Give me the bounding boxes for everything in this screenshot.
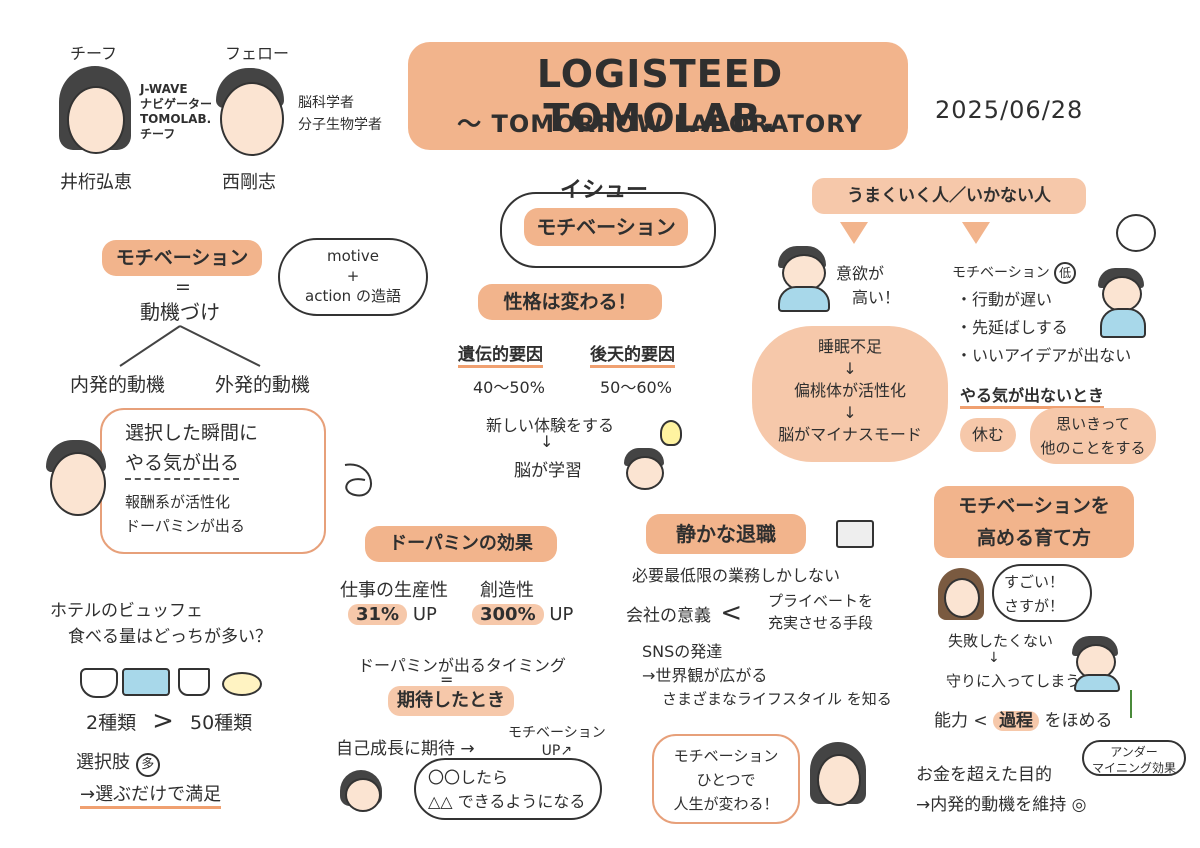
speaker-face-fellow-small [44, 440, 110, 520]
arrow-down-2: ↓ [988, 650, 1000, 666]
new-experience: 新しい体験をする [486, 416, 615, 435]
dopamine-timing: ドーパミンが出るタイミング [358, 656, 566, 675]
intrinsic-motivation: 内発的動機 [70, 374, 166, 396]
bare-minimum: 必要最低限の業務しかしない [632, 566, 841, 585]
speaker-desc-fellow: 脳科学者 分子生物学者 [298, 95, 382, 133]
laptop-icon [836, 520, 874, 548]
speaker-name-chief: 井桁弘恵 [60, 172, 132, 193]
motive-cloud: motive + action の造語 [278, 238, 428, 316]
go-defensive: 守りに入ってしまう [946, 672, 1081, 690]
speaker-name-fellow: 西剛志 [222, 172, 276, 193]
quiet-quitting-title: 静かな退職 [646, 514, 806, 554]
choices-many: 選択肢 多 [76, 748, 160, 777]
equals-sign-2: = [440, 670, 454, 689]
creativity-label: 創造性 [480, 580, 534, 601]
raise-motivation-title: モチベーションを 高める育て方 [934, 486, 1134, 558]
issue-frame [500, 192, 716, 268]
low-motivation-title: モチベーション 低 [952, 262, 1077, 284]
sprout-icon [1130, 690, 1150, 718]
person-boy-icon [1072, 636, 1120, 692]
arrow-down-orange-1 [840, 222, 868, 244]
dopamine-title: ドーパミンの効果 [365, 526, 557, 562]
keep-intrinsic: →内発的動機を維持 ◎ [916, 795, 1087, 815]
high-motivation: 意欲が 高い！ [836, 264, 901, 307]
page-title: LOGISTEED TOMOLAB. [536, 52, 784, 140]
equals-sign: = [175, 276, 191, 298]
issue-topic: モチベーション [524, 208, 688, 246]
private-means: プライベートを 充実させる手段 [768, 592, 874, 632]
issue-label: イシュー [560, 178, 649, 203]
person-woman-icon [938, 568, 984, 622]
choose-satisfied: →選ぶだけで満足 [80, 780, 222, 809]
genetic-pct: 40〜50% [473, 378, 545, 397]
extrinsic-motivation: 外発的動機 [215, 374, 311, 396]
person-happy-icon [776, 246, 830, 312]
undermining-effect: アンダー マイニング効果 [1082, 740, 1186, 776]
beyond-money: お金を超えた目的 [916, 765, 1052, 785]
moment-text: 選択した瞬間に やる気が出る [125, 418, 258, 480]
sns-development: SNSの発達 [642, 642, 723, 661]
sleep-chain: 睡眠不足 ↓ 偏桃体が活性化 ↓ 脳がマイナスモード [752, 326, 948, 462]
worldview-expands: →世界観が広がる [642, 666, 768, 685]
speaker-role-chief: チーフ [70, 44, 118, 63]
speaker-role-fellow: フェロー [225, 44, 290, 63]
do-other-bubble: 思いきって 他のことをする [1030, 408, 1156, 464]
lightbulb-icon [660, 420, 682, 446]
page-subtitle: 〜 TOMORROW LABORATORY [457, 110, 863, 138]
person-face-small-1 [624, 448, 664, 490]
person-gloomy-icon [1098, 268, 1146, 338]
person-face-small-2 [340, 770, 382, 812]
expectation-bubble: 〇〇したら △△ できるようになる [414, 758, 602, 820]
genetic-factor: 遺伝的要因 [458, 340, 543, 368]
thought-spiral-icon [1116, 214, 1156, 252]
egg-plate-icon [222, 672, 262, 696]
when-expecting: 期待したとき [388, 686, 514, 716]
brain-learns: 脳が学習 [514, 461, 582, 481]
success-title: うまくいく人／いかない人 [812, 178, 1086, 214]
fear-failure: 失敗したくない [948, 632, 1054, 650]
acquired-factor: 後天的要因 [590, 340, 675, 368]
personality-title: 性格は変わる！ [478, 284, 662, 320]
when-unmotivated: やる気が出ないとき [960, 382, 1105, 409]
buffet-compare: 2種類 > 50種類 [86, 706, 253, 736]
acquired-pct: 50〜60% [600, 378, 672, 397]
reward-text: 報酬系が活性化 ドーパミンが出る [125, 493, 245, 535]
life-changes-quote: モチベーション ひとつで 人生が変わる！ [652, 734, 800, 824]
speaker-avatar-chief [55, 66, 135, 166]
low-motivation-list: ・行動が遅い ・先延ばしする ・いいアイデアが出ない [956, 290, 1132, 365]
arrow-down-1: ↓ [540, 432, 554, 451]
speaker-face-chief-small [810, 742, 866, 810]
motivation-up: モチベーション UP↗ [508, 725, 606, 759]
rice-bowl-icon [80, 668, 118, 698]
productivity-stat: 31% UP [348, 604, 437, 625]
productivity-label: 仕事の生産性 [340, 580, 448, 601]
creativity-stat: 300% UP [472, 604, 573, 625]
speaker-avatar-fellow [210, 66, 290, 166]
buffet-question: ホテルのビュッフェ 食べる量はどっちが多い？ [50, 601, 272, 647]
self-growth: 自己成長に期待 → [336, 739, 475, 759]
motivation-label: モチベーション [102, 240, 262, 276]
event-date: 2025/06/28 [935, 96, 1084, 124]
rest-bubble: 休む [960, 418, 1016, 452]
douki-zuke: 動機づけ [140, 300, 220, 324]
lifestyles: さまざまなライフスタイル を知る [662, 690, 892, 708]
praise-bubble: すごい！ さすが！ [992, 564, 1092, 622]
speaker-desc-chief: J-WAVE ナビゲーター TOMOLAB. チーフ [140, 82, 213, 141]
coffee-cup-icon [178, 668, 210, 696]
title-banner [408, 42, 908, 150]
praise-process: 能力 < 過程 をほめる [934, 711, 1113, 731]
fish-plate-icon [122, 668, 170, 696]
arrow-down-orange-2 [962, 222, 990, 244]
company-meaning: 会社の意義 < [626, 598, 743, 628]
